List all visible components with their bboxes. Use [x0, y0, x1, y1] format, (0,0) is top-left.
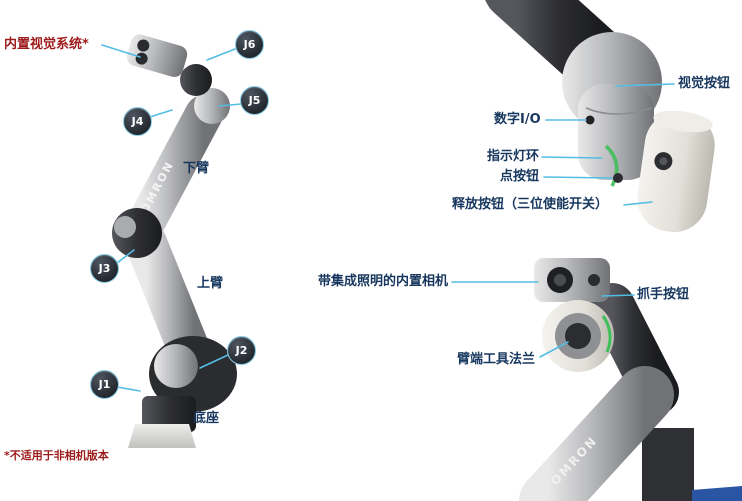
joint-badge-j4: J4	[123, 107, 152, 136]
blue-corner-decoration	[692, 486, 742, 501]
leader-lines	[101, 44, 675, 392]
joint-badge-j3: J3	[90, 254, 119, 283]
footnote-no-camera-version: *不适用于非相机版本	[4, 449, 109, 462]
label-vision-system: 内置视觉系统*	[4, 37, 89, 52]
top-right-illustration	[485, 0, 715, 233]
joint-badge-j6: J6	[235, 30, 264, 59]
label-base: 底座	[193, 411, 220, 426]
label-tool-flange: 臂端工具法兰	[457, 352, 536, 367]
label-point-button: 点按钮	[500, 169, 540, 184]
left-robot-illustration: OMRON	[112, 34, 237, 448]
label-builtin-camera: 带集成照明的内置相机	[318, 274, 449, 289]
label-vision-button: 视觉按钮	[678, 76, 731, 91]
joint-badge-j1: J1	[90, 370, 119, 399]
joint-badge-j2: J2	[227, 336, 256, 365]
label-release-button: 释放按钮（三位使能开关）	[452, 197, 609, 212]
bottom-right-illustration: OMRON	[519, 258, 694, 501]
label-upper-arm: 上臂	[197, 276, 224, 291]
joint-badge-j5: J5	[240, 86, 269, 115]
label-gripper-button: 抓手按钮	[637, 287, 690, 302]
label-indicator-ring: 指示灯环	[487, 149, 540, 164]
label-lower-arm: 下臂	[183, 161, 210, 176]
label-digital-io: 数字I/O	[494, 112, 541, 127]
builtin-camera-module-art	[126, 34, 188, 77]
